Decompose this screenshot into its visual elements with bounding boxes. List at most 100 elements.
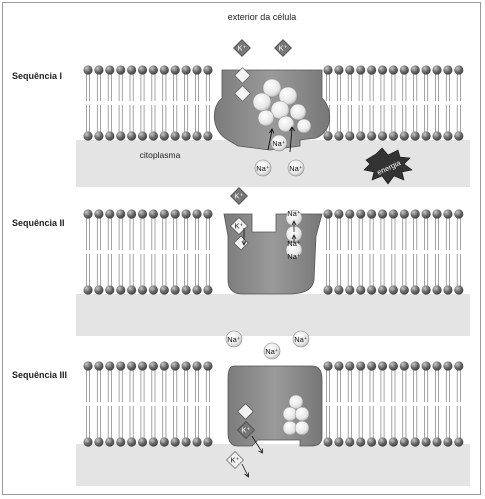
lipid-head — [410, 437, 420, 447]
lipid-head — [356, 131, 366, 141]
lipid-head — [170, 131, 180, 141]
lipid-head — [83, 361, 93, 371]
lipid-head — [94, 437, 104, 447]
lipid-head — [410, 209, 420, 219]
lipid-head — [159, 285, 169, 295]
lipid-head — [388, 437, 398, 447]
potassium-ion: K⁺ — [230, 187, 248, 205]
lipid-head — [345, 285, 355, 295]
lipid-head — [181, 209, 191, 219]
lipid-head — [421, 131, 431, 141]
sodium-ion: Na⁺ — [263, 342, 281, 360]
lipid-head — [323, 361, 333, 371]
lipid-head — [148, 65, 158, 75]
potassium-ion: K⁺ — [226, 451, 244, 469]
lipid-head — [421, 209, 431, 219]
lipid-head — [388, 209, 398, 219]
k-arrows-seq3 — [241, 435, 263, 478]
lipid-head — [421, 361, 431, 371]
sodium-ion: Na⁺ — [287, 209, 301, 218]
lipid-head — [323, 437, 333, 447]
k-ion-label: K⁺ — [279, 44, 288, 53]
energy-burst: energia — [363, 147, 413, 185]
lipid-head — [356, 361, 366, 371]
membranes — [83, 65, 464, 447]
lipid-head — [323, 285, 333, 295]
lipid-head — [443, 65, 453, 75]
lipid-head — [83, 131, 93, 141]
lipid-head — [116, 285, 126, 295]
potassium-ion: K⁺ — [237, 421, 255, 439]
lipid-head — [94, 65, 104, 75]
sodium-ion: Na⁺ — [287, 239, 301, 248]
sodium-ion: Na⁺ — [270, 134, 288, 152]
lipid-head — [323, 131, 333, 141]
binding-site-diamond — [234, 85, 251, 102]
lipid-head — [148, 131, 158, 141]
lipid-head — [454, 131, 464, 141]
lipid-head — [94, 361, 104, 371]
lipid-head — [323, 209, 333, 219]
lipid-head — [137, 65, 148, 75]
lipid-head — [334, 285, 344, 295]
lipid-head — [83, 65, 93, 75]
lipid-head — [334, 131, 344, 141]
lipid-head — [203, 437, 213, 447]
lipid-head — [181, 285, 191, 295]
lipid-head — [83, 209, 93, 219]
lipid-head — [443, 437, 453, 447]
lipid-head — [105, 361, 115, 371]
lipid-head — [356, 209, 366, 219]
lipid-head — [367, 361, 377, 371]
lipid-head — [170, 285, 180, 295]
lipid-head — [421, 437, 431, 447]
lipid-head — [432, 131, 442, 141]
lipid-head — [421, 65, 431, 75]
sequence-1-label: Sequência I — [12, 71, 62, 81]
lipid-head — [367, 285, 377, 295]
lipid-head — [116, 65, 126, 75]
lipid-head — [323, 65, 333, 75]
lipid-head — [159, 131, 169, 141]
lipid-head — [421, 285, 431, 295]
lipid-head — [137, 131, 148, 141]
lipid-head — [148, 437, 158, 447]
lipid-head — [137, 285, 148, 295]
lipid-head — [443, 285, 453, 295]
na-arrows-seq2 — [291, 220, 297, 243]
lipid-head — [388, 361, 398, 371]
lipid-head — [367, 437, 377, 447]
lipid-head — [399, 65, 409, 75]
lipid-head — [356, 285, 366, 295]
k-ion-label: K⁺ — [238, 44, 247, 53]
lipid-head — [410, 65, 420, 75]
lipid-head — [377, 361, 388, 371]
lipid-head — [105, 437, 115, 447]
lipid-head — [105, 209, 115, 219]
binding-site-diamond — [233, 235, 249, 251]
lipid-head — [356, 437, 366, 447]
lipid-head — [192, 285, 202, 295]
lipid-head — [377, 437, 388, 447]
lipid-head — [432, 285, 442, 295]
lipid-head — [203, 65, 213, 75]
lipid-head — [367, 65, 377, 75]
lipid-head — [377, 209, 388, 219]
lipid-head — [388, 285, 398, 295]
pump-protein-seq3: K⁺ K⁺ — [226, 365, 323, 478]
lipid-head — [432, 437, 442, 447]
potassium-ion: K⁺ — [274, 39, 292, 57]
lipid-head — [137, 437, 148, 447]
lipid-head — [170, 361, 180, 371]
lipid-head — [170, 209, 180, 219]
na-ion-label: Na⁺ — [272, 139, 286, 148]
lipid-head — [116, 361, 126, 371]
lipid-head — [116, 437, 126, 447]
sodium-ion: Na⁺ — [287, 159, 305, 177]
k-arrow-seq2 — [241, 228, 247, 246]
sodium-ions-seq3: Na⁺ Na⁺ Na⁺ — [225, 330, 310, 360]
sodium-ions-seq1: Na⁺ Na⁺ Na⁺ — [254, 134, 305, 177]
na-ion-label: Na⁺ — [256, 164, 270, 173]
ground-seq3 — [76, 444, 470, 486]
